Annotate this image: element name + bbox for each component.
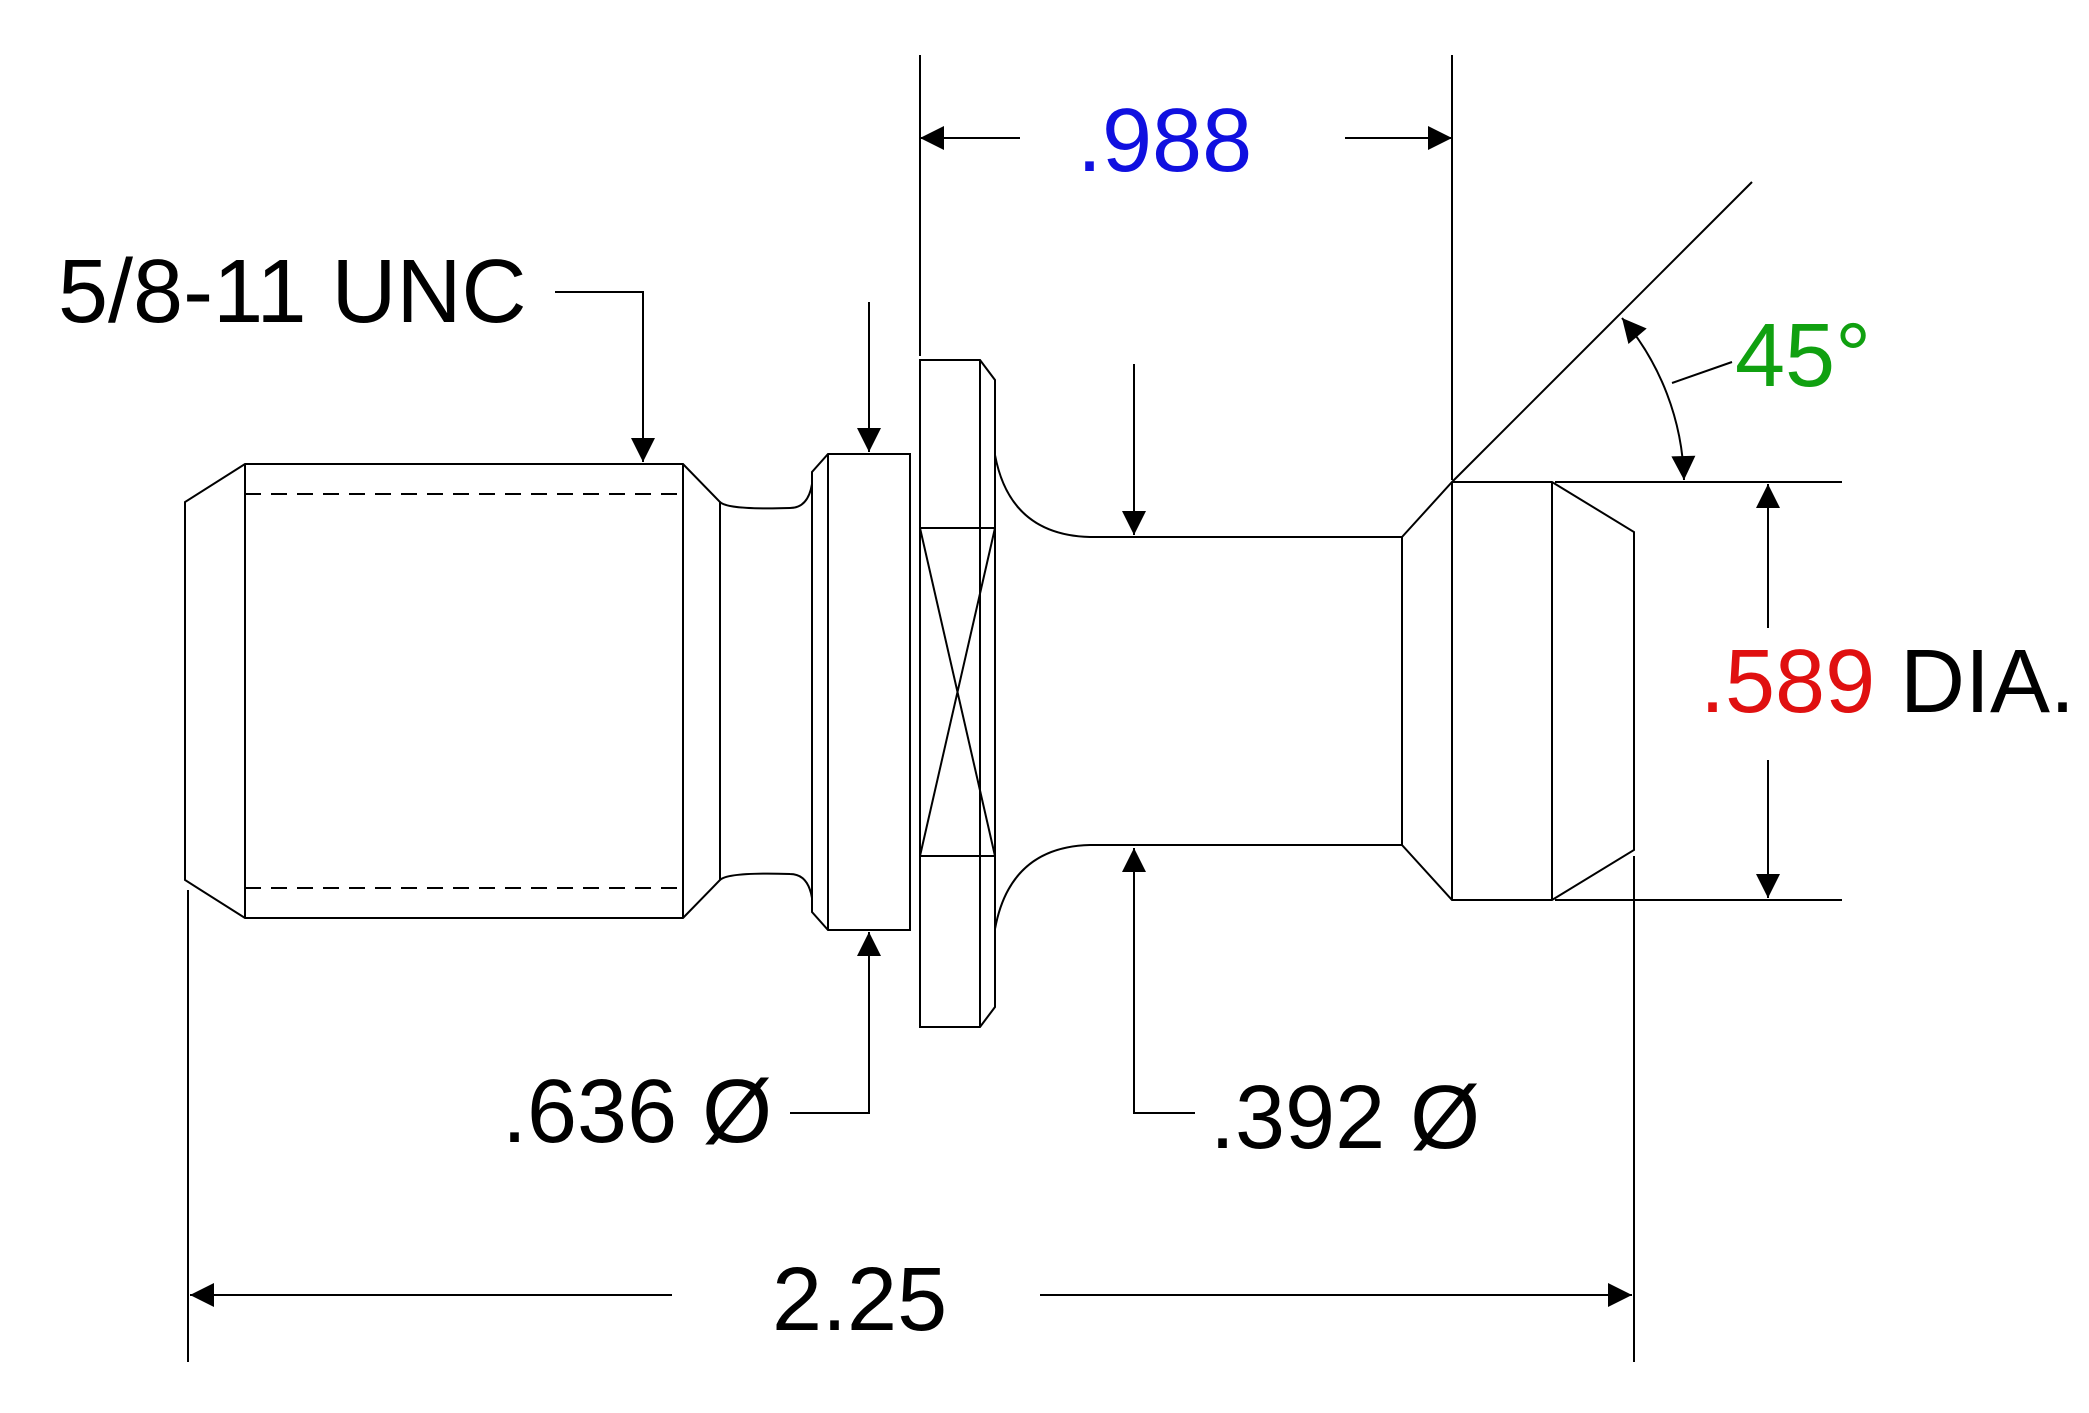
dimension-589-value: .589: [1700, 632, 1875, 732]
dimension-labels: .988 5/8-11 UNC 45° .589 DIA. .636 Ø .39…: [58, 91, 2075, 1350]
angle-45-label: 45°: [1735, 306, 1871, 406]
thread-spec-label: 5/8-11 UNC: [58, 242, 527, 342]
neck: [994, 454, 1402, 930]
thread-leader: [555, 291, 655, 462]
thread-relief: [719, 483, 813, 899]
dimension-988-label: .988: [1077, 91, 1252, 191]
dimension-392-lines: [1122, 364, 1195, 1114]
dimension-988-lines: [919, 55, 1453, 480]
dimension-225-label: 2.25: [772, 1250, 947, 1350]
flange: [919, 359, 996, 1028]
dimension-636-label: .636 Ø: [502, 1062, 772, 1162]
head: [1401, 481, 1635, 901]
dimension-589-suffix: DIA.: [1900, 632, 2075, 732]
angle-45-lines: [1451, 181, 1753, 483]
dimension-589-lines: [1555, 481, 1842, 901]
dimension-lines: [187, 55, 1842, 1362]
dimension-392-label: .392 Ø: [1210, 1068, 1480, 1168]
part-outline: [184, 359, 1635, 1028]
threaded-section: [184, 463, 721, 919]
dimension-636-lines: [790, 302, 881, 1114]
collar: [811, 453, 911, 931]
dimension-225-lines: [187, 856, 1635, 1362]
